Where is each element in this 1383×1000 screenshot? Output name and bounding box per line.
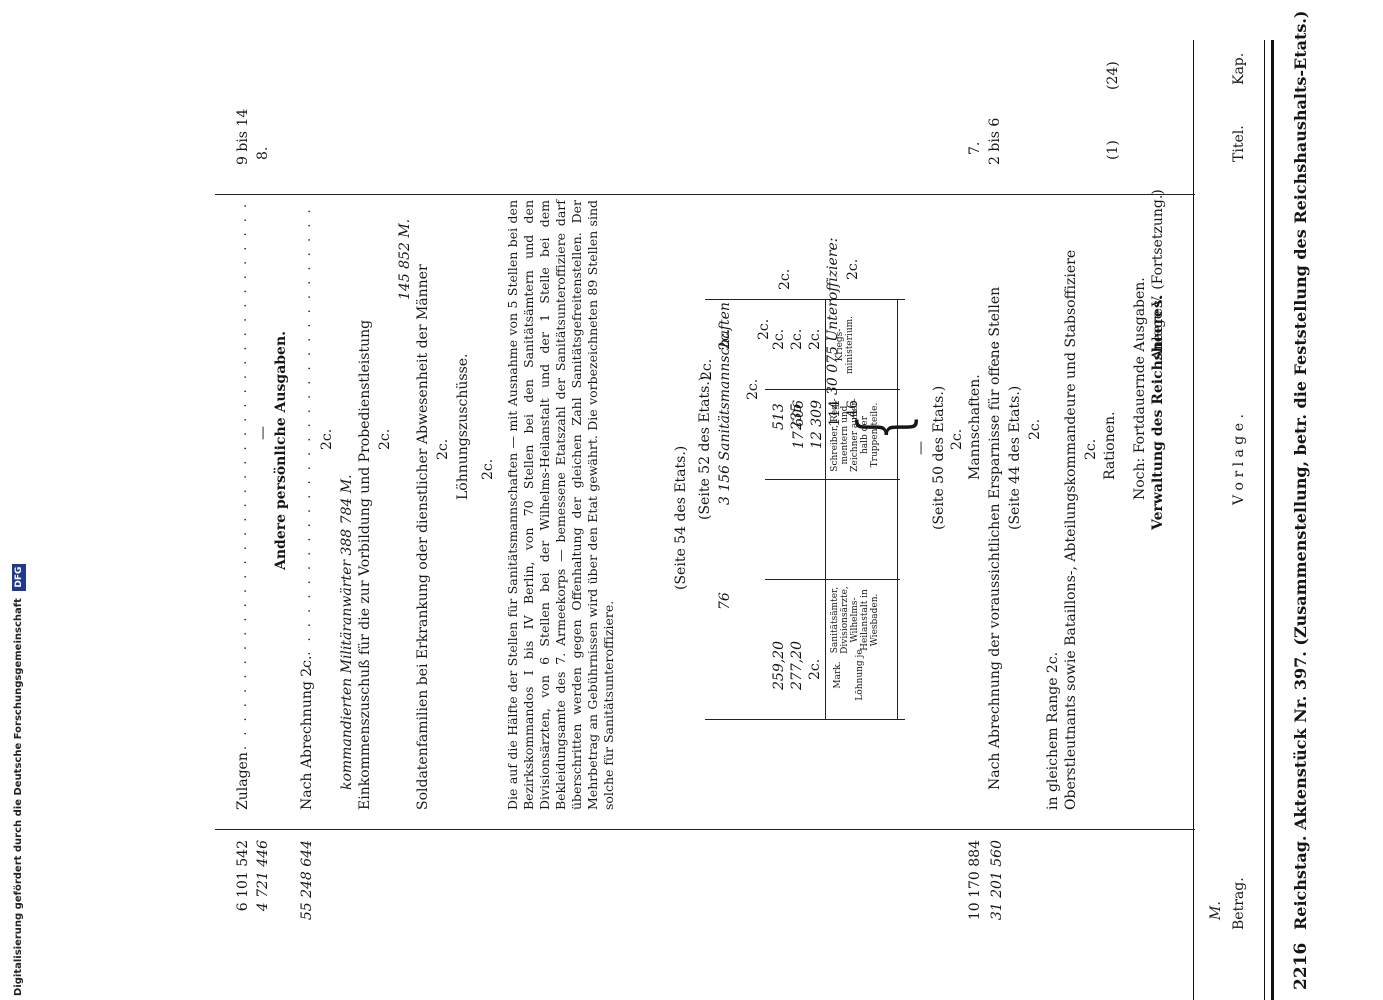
header-mark: Mark. — [833, 661, 843, 689]
column-kap: Kap. — [1231, 52, 1247, 85]
column-titel: Titel. — [1231, 125, 1247, 162]
seite-52: (Seite 52 des Etats.) — [697, 375, 713, 520]
zc-rationen: 2c. — [1083, 438, 1099, 460]
andere-heading: Andere persönliche Ausgaben. — [273, 330, 289, 570]
betrag-column-rule — [215, 829, 1195, 830]
zc-left-4: 2c. — [699, 358, 715, 380]
seite-54: (Seite 54 des Etats.) — [673, 445, 689, 590]
seite-44: (Seite 44 des Etats.) — [1007, 385, 1023, 530]
titel-2-6: 2 bis 6 — [987, 117, 1003, 165]
zulagen-line: Zulagen — [235, 752, 251, 810]
zc-loehnung: 2c. — [435, 438, 451, 460]
abrechnung-2: Nach Abrechnung 2c. — [299, 655, 315, 810]
page-number: 2216 — [1291, 942, 1311, 990]
header-loehnung: Löhnung je — [855, 649, 865, 701]
zc-soldaten: 2c. — [377, 428, 393, 450]
table-col-rule-1 — [705, 719, 905, 720]
sanitaet-paragraph: Die auf die Hälfte der Stellen für Sanit… — [505, 200, 616, 810]
document-page: 2216 Reichstag. Aktenstück Nr. 397. (Zus… — [105, 10, 1335, 1000]
page-header-title: Reichstag. Aktenstück Nr. 397. (Zusammen… — [1291, 10, 1310, 930]
stabsoffiziere-line-1: Oberstleutnants sowie Bataillons-, Abtei… — [1063, 249, 1079, 810]
header-rule — [1271, 40, 1274, 1000]
vorlage-heading: V o r l a g e . — [1231, 414, 1247, 505]
cell-sanitaet-76: 76 — [717, 592, 733, 610]
cell-zc-3: 2c. — [771, 328, 787, 350]
abrechnung-line: Nach Abrechnung der voraussichtlichen Er… — [987, 286, 1003, 790]
titel-1: (1) — [1105, 140, 1121, 160]
dash-mannschaften: — — [913, 441, 929, 455]
soldatenfamilien-line: Soldatenfamilien bei Erkrankung oder die… — [415, 264, 431, 810]
unteroffiziere-114: 114 — [827, 400, 843, 427]
section-anlage: Anlage V. (Fortsetzung.) — [1150, 189, 1166, 360]
table-top-rule — [897, 300, 898, 720]
cell-zc-2: 2c. — [789, 328, 805, 350]
cell-loehnung-277: 277,20 — [789, 641, 805, 690]
cell-loehnung-zc: 2c. — [807, 658, 823, 680]
digitization-text: Digitalisierung gefördert durch die Deut… — [13, 598, 24, 996]
leader-dots-3: . . . . . . . . . . . . . . . . . . . . … — [235, 200, 250, 750]
cell-zc-1: 2c. — [807, 328, 823, 350]
amount-8: 4 721 446 — [255, 840, 271, 912]
unteroffiziere-brace: { — [845, 414, 925, 440]
zc-einkommen: 2c. — [319, 428, 335, 450]
cell-loehnung-259: 259,20 — [771, 641, 787, 690]
leader-dots: . . . . . . . . . . — [987, 320, 1003, 360]
amount-7: 10 170 884 — [967, 840, 983, 921]
table-col-rule-3 — [765, 479, 900, 480]
sanitaetsmannschaften-label: 3 156 Sanitätsmannschaften — [717, 302, 733, 505]
mannschaften-heading: Mannschaften. — [967, 374, 983, 480]
digitization-note: Digitalisierung gefördert durch die Deut… — [12, 0, 26, 996]
seite-50: (Seite 50 des Etats.) — [931, 385, 947, 530]
table-zc: 2c. — [745, 378, 761, 400]
kap-24: (24) — [1105, 61, 1121, 90]
unteroffiziere-label: 30 075 Unteroffiziere: — [825, 237, 841, 395]
titel-8: 8. — [255, 146, 271, 160]
zc-left-3: 2c. — [756, 318, 772, 340]
dash-andere: — — [255, 426, 271, 440]
rationen-heading: Rationen. — [1102, 411, 1118, 480]
soldatenfamilien-amount: 145 852 M. — [397, 218, 413, 300]
einkommen-line-2: kommandierten Militäranwärter 388 784 M. — [339, 474, 355, 790]
titel-9-14: 9 bis 14 — [235, 108, 251, 165]
zc-left-2: 2c. — [777, 268, 793, 290]
table-left-edge — [705, 299, 905, 300]
header-rule-thin — [1264, 40, 1265, 1000]
amount-abrechnung: 55 248 644 — [299, 840, 315, 921]
dfg-logo: DFG — [12, 563, 26, 591]
unteroffiziere-17606: 17 606 — [791, 400, 807, 449]
cell-schreiber-513: 513 — [771, 403, 787, 430]
leader-dots-2: . . . . . . . . . . . . . . . . . . . . … — [299, 200, 314, 670]
table-col-rule-2 — [765, 579, 900, 580]
einkommen-line-1: Einkommenszuschuß für die zur Vorbildung… — [357, 319, 373, 810]
amount-9-14: 6 101 542 — [235, 840, 251, 912]
section-subtitle: Noch: Fortdauernde Ausgaben. — [1132, 277, 1148, 500]
unteroffiziere-12309: 12 309 — [809, 400, 825, 449]
loehnungszuschuesse-heading: Löhnungszuschüsse. — [455, 353, 471, 501]
titel-7: 7. — [967, 141, 983, 155]
column-header-rule — [1193, 40, 1194, 1000]
column-betrag: Betrag. — [1231, 877, 1247, 930]
zc-para: 2c. — [480, 458, 496, 480]
zc-left-1: 2c. — [845, 258, 861, 280]
mannschaften-table: Kriegs-ministerium. Schreiber, Regi-ment… — [697, 299, 905, 820]
zc-stabsoffiziere: 2c. — [1027, 418, 1043, 440]
titel-column-rule — [215, 194, 1195, 195]
zc-mannschaften: 2c. — [949, 428, 965, 450]
column-unit: M. — [1208, 901, 1224, 920]
stabsoffiziere-line-2: in gleichem Range 2c. — [1045, 651, 1061, 810]
amount-2-6: 31 201 560 — [989, 840, 1005, 921]
